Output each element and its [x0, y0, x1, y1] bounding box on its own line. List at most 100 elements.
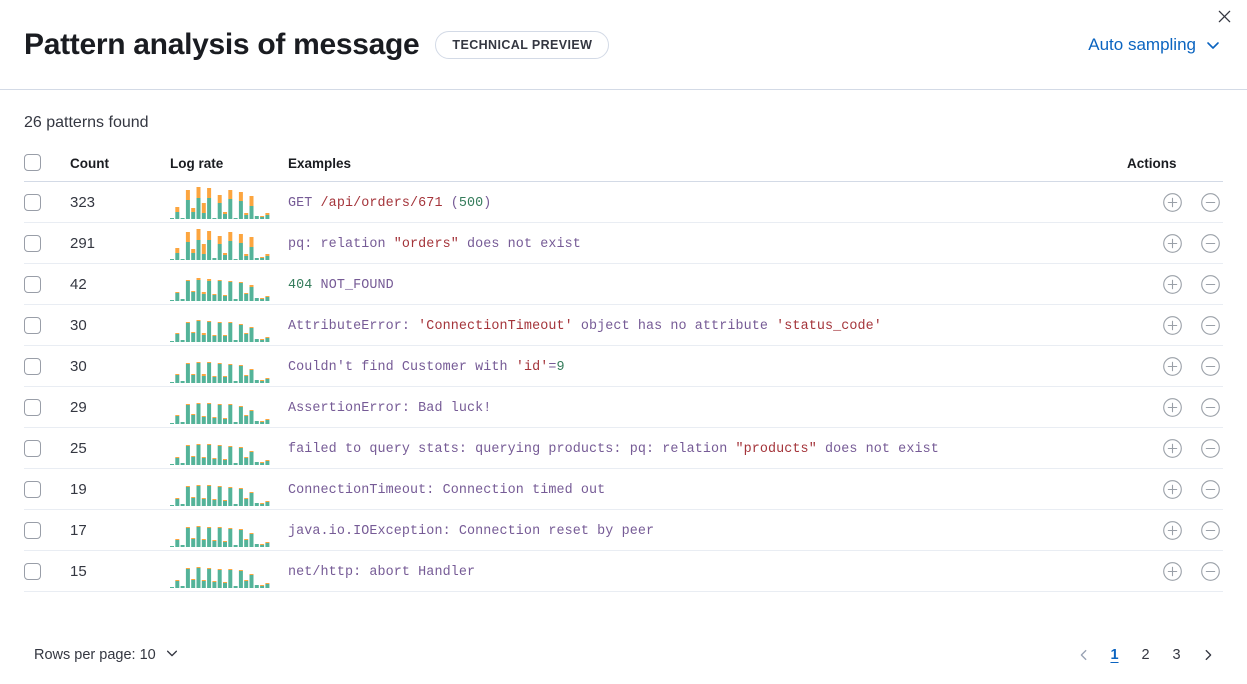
circle-minus-icon[interactable] — [1197, 476, 1223, 502]
row-actions — [1127, 181, 1223, 223]
row-actions — [1127, 550, 1223, 592]
row-actions — [1127, 263, 1223, 305]
row-checkbox[interactable] — [24, 357, 41, 375]
row-actions — [1127, 509, 1223, 551]
chevron-left-icon[interactable] — [1068, 640, 1099, 671]
row-select-cell — [24, 386, 70, 428]
row-checkbox[interactable] — [24, 316, 41, 334]
row-checkbox[interactable] — [24, 234, 41, 252]
rows-per-page-selector[interactable]: Rows per page: 10 — [34, 646, 179, 664]
chevron-right-icon[interactable] — [1192, 640, 1223, 671]
row-select-cell — [24, 345, 70, 387]
page-button-3[interactable]: 3 — [1161, 640, 1192, 671]
row-actions — [1127, 304, 1223, 346]
row-select-cell — [24, 509, 70, 551]
circle-plus-icon[interactable] — [1159, 517, 1185, 543]
row-actions — [1127, 427, 1223, 469]
circle-minus-icon[interactable] — [1197, 517, 1223, 543]
row-log-rate-sparkline — [170, 427, 288, 469]
row-count: 291 — [70, 222, 170, 264]
row-example-message: ConnectionTimeout: Connection timed out — [288, 468, 1127, 510]
auto-sampling-selector[interactable]: Auto sampling — [1088, 35, 1223, 55]
row-select-cell — [24, 427, 70, 469]
circle-plus-icon[interactable] — [1159, 435, 1185, 461]
row-actions — [1127, 345, 1223, 387]
circle-minus-icon[interactable] — [1197, 394, 1223, 420]
row-checkbox[interactable] — [24, 398, 41, 416]
row-example-message: GET /api/orders/671 (500) — [288, 181, 1127, 223]
technical-preview-badge: TECHNICAL PREVIEW — [435, 30, 610, 59]
circle-plus-icon[interactable] — [1159, 394, 1185, 420]
circle-plus-icon[interactable] — [1159, 353, 1185, 379]
circle-plus-icon[interactable] — [1159, 476, 1185, 502]
circle-minus-icon[interactable] — [1197, 435, 1223, 461]
row-example-message: java.io.IOException: Connection reset by… — [288, 509, 1127, 551]
row-count: 15 — [70, 550, 170, 592]
row-checkbox[interactable] — [24, 275, 41, 293]
row-checkbox[interactable] — [24, 439, 41, 457]
close-icon[interactable] — [1211, 3, 1237, 29]
row-count: 29 — [70, 386, 170, 428]
row-example-message: net/http: abort Handler — [288, 550, 1127, 592]
row-example-message: Couldn't find Customer with 'id'=9 — [288, 345, 1127, 387]
patterns-found-count: 26 patterns found — [24, 114, 149, 131]
column-header-count[interactable]: Count — [70, 154, 170, 182]
row-actions — [1127, 468, 1223, 510]
circle-minus-icon[interactable] — [1197, 189, 1223, 215]
row-log-rate-sparkline — [170, 468, 288, 510]
circle-plus-icon[interactable] — [1159, 312, 1185, 338]
column-header-examples[interactable]: Examples — [288, 154, 1127, 182]
circle-minus-icon[interactable] — [1197, 558, 1223, 584]
circle-minus-icon[interactable] — [1197, 230, 1223, 256]
circle-plus-icon[interactable] — [1159, 271, 1185, 297]
row-example-message: failed to query stats: querying products… — [288, 427, 1127, 469]
chevron-down-icon — [165, 646, 179, 664]
circle-plus-icon[interactable] — [1159, 558, 1185, 584]
row-checkbox[interactable] — [24, 562, 41, 580]
circle-plus-icon[interactable] — [1159, 189, 1185, 215]
column-header-actions: Actions — [1127, 154, 1223, 182]
table-row[interactable]: 15 net/http: abort Handler — [24, 550, 1223, 592]
row-example-message: AssertionError: Bad luck! — [288, 386, 1127, 428]
circle-minus-icon[interactable] — [1197, 271, 1223, 297]
row-log-rate-sparkline — [170, 345, 288, 387]
row-example-message: AttributeError: 'ConnectionTimeout' obje… — [288, 304, 1127, 346]
select-all-header — [24, 154, 70, 182]
select-all-checkbox[interactable] — [24, 154, 41, 171]
row-log-rate-sparkline — [170, 222, 288, 264]
circle-minus-icon[interactable] — [1197, 312, 1223, 338]
row-checkbox[interactable] — [24, 193, 41, 211]
table-row[interactable]: 19 ConnectionTimeout: Connection timed ou… — [24, 468, 1223, 510]
table-row[interactable]: 29 AssertionError: Bad luck! — [24, 386, 1223, 428]
circle-minus-icon[interactable] — [1197, 353, 1223, 379]
row-log-rate-sparkline — [170, 263, 288, 305]
header-left-group: Pattern analysis of message TECHNICAL PR… — [24, 28, 1088, 62]
auto-sampling-label: Auto sampling — [1088, 34, 1196, 54]
column-header-log-rate[interactable]: Log rate — [170, 154, 288, 182]
table-header: Count Log rate Examples Actions — [24, 154, 1223, 182]
row-checkbox[interactable] — [24, 521, 41, 539]
row-log-rate-sparkline — [170, 304, 288, 346]
row-example-message: 404 NOT_FOUND — [288, 263, 1127, 305]
row-log-rate-sparkline — [170, 386, 288, 428]
row-actions — [1127, 222, 1223, 264]
row-select-cell — [24, 222, 70, 264]
row-checkbox[interactable] — [24, 480, 41, 498]
page-button-1[interactable]: 1 — [1099, 640, 1130, 671]
row-select-cell — [24, 550, 70, 592]
row-log-rate-sparkline — [170, 181, 288, 223]
page-button-2[interactable]: 2 — [1130, 640, 1161, 671]
circle-plus-icon[interactable] — [1159, 230, 1185, 256]
row-count: 19 — [70, 468, 170, 510]
flyout-header: Pattern analysis of message TECHNICAL PR… — [0, 0, 1247, 90]
